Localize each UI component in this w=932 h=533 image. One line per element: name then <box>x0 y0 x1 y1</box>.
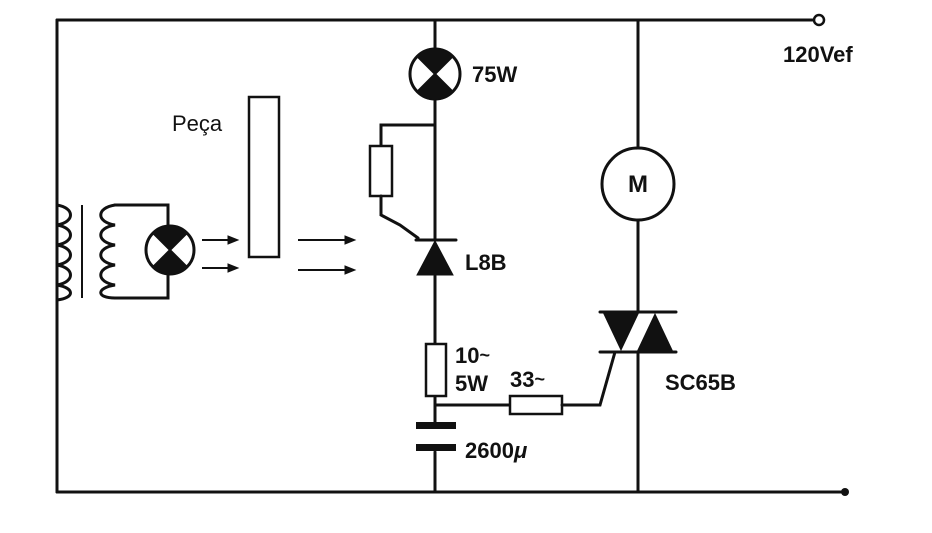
capacitor-icon <box>416 422 456 451</box>
supply-terminal-top <box>812 13 826 27</box>
load-lamp-icon <box>408 47 462 101</box>
supply-terminal-bottom <box>841 488 849 496</box>
side-resistor <box>368 123 437 240</box>
motor-icon: M <box>600 146 676 222</box>
piece-block <box>247 95 281 259</box>
photocell-label: L8B <box>465 250 507 275</box>
supply-voltage-label: 120Vef <box>783 42 853 67</box>
series-resistor <box>424 342 448 398</box>
triac-icon <box>598 310 678 354</box>
motor-label: M <box>628 171 648 198</box>
photocell-diode-icon <box>414 238 458 276</box>
series-resistor-power: 5W <box>455 371 488 396</box>
exciter-lamp-icon <box>144 224 196 276</box>
piece-label: Peça <box>172 111 223 136</box>
gate-resistor-value: 33~ <box>510 367 545 392</box>
gate-resistor <box>508 394 564 416</box>
series-resistor-value: 10~ <box>455 343 490 368</box>
lamp-power-label: 75W <box>472 62 517 87</box>
light-rays-out <box>298 235 357 275</box>
capacitor-label: 2600μ <box>465 438 527 463</box>
transformer <box>55 198 170 302</box>
light-rays-in <box>202 235 240 273</box>
triac-label: SC65B <box>665 370 736 395</box>
